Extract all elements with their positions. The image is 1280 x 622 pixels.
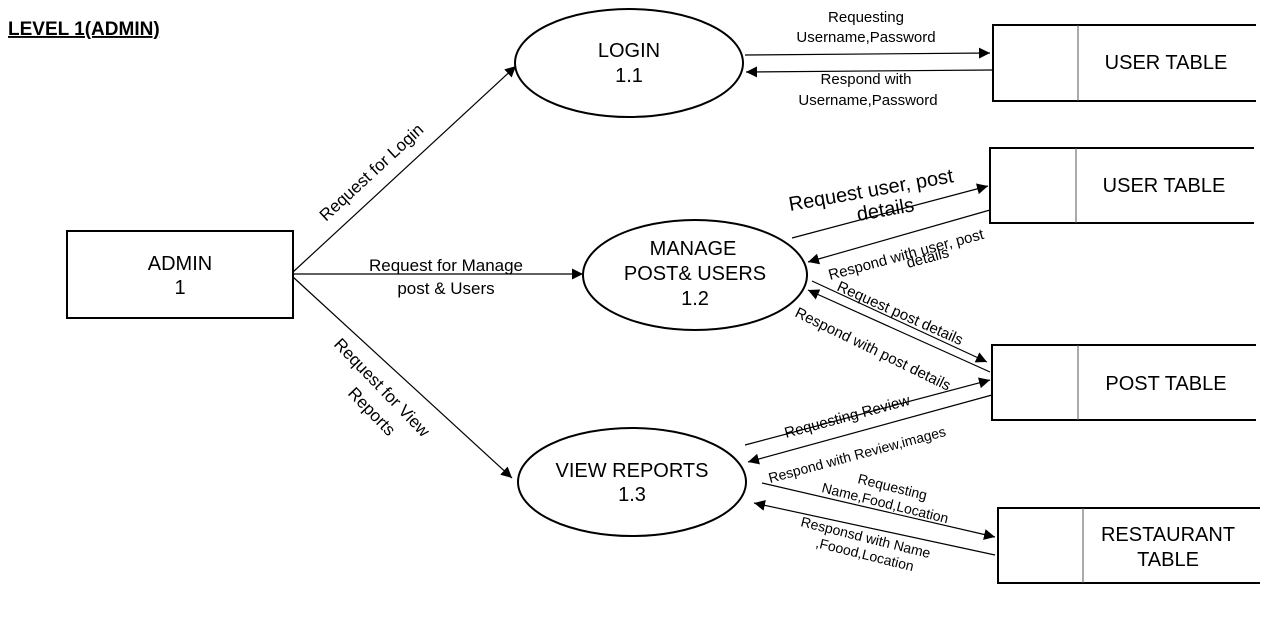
flow-review-respond-arrow: [747, 394, 993, 465]
process-view-reports-name: VIEW REPORTS: [556, 460, 709, 482]
store-user-table-1: USER TABLE: [992, 24, 1256, 102]
flow-review-request-arrow: [744, 377, 991, 446]
store-user-table-1-name: USER TABLE: [1105, 52, 1228, 74]
process-login-number: 1.1: [615, 65, 643, 87]
flow-login-request-arrow: [744, 47, 991, 59]
process-login: LOGIN 1.1: [514, 8, 744, 118]
flow-request-manage-label-2: post & Users: [397, 279, 494, 298]
flow-login-respond-label-1: Respond with: [821, 71, 912, 88]
flow-user-post-respond-arrow: [807, 209, 991, 265]
process-manage-number: 1.2: [681, 288, 709, 310]
store-restaurant-name-line1: RESTAURANT: [1101, 524, 1235, 546]
store-post-table-name: POST TABLE: [1105, 373, 1226, 395]
flow-request-login-label: Request for Login: [316, 120, 428, 225]
flow-login-respond-label-2: Username,Password: [798, 92, 937, 109]
flow-user-post-request-arrow: [791, 183, 989, 239]
flow-request-reports-arrow: [292, 276, 513, 479]
store-restaurant-name-line2: TABLE: [1137, 549, 1199, 571]
process-manage-name-line1: MANAGE: [650, 238, 737, 260]
store-post-table: POST TABLE: [991, 344, 1256, 421]
flow-restaurant-respond-arrow: [753, 499, 996, 556]
store-user-table-2-name: USER TABLE: [1103, 175, 1226, 197]
process-manage-name-line2: POST& USERS: [624, 263, 766, 285]
diagram-title: LEVEL 1(ADMIN): [8, 19, 160, 40]
flow-login-request-label-1: Requesting: [828, 9, 904, 26]
process-manage-post-users: MANAGE POST& USERS 1.2: [582, 219, 808, 331]
flow-login-request-label-2: Username,Password: [796, 29, 935, 46]
flow-request-login-arrow: [292, 65, 517, 273]
flow-request-manage-label-1: Request for Manage: [369, 256, 523, 275]
process-view-reports: VIEW REPORTS 1.3: [517, 427, 747, 537]
store-restaurant-table: RESTAURANT TABLE: [997, 507, 1260, 584]
store-user-table-2: USER TABLE: [989, 147, 1254, 224]
flow-post-respond-arrow: [807, 289, 991, 373]
flow-post-request-arrow: [811, 280, 988, 363]
flow-login-respond-arrow: [745, 66, 993, 78]
flow-restaurant-request-arrow: [761, 482, 996, 540]
admin-entity-name: ADMIN: [148, 253, 212, 275]
admin-entity: ADMIN 1: [66, 230, 294, 319]
process-view-reports-number: 1.3: [618, 484, 646, 506]
admin-entity-number: 1: [174, 277, 185, 299]
process-login-name: LOGIN: [598, 40, 660, 62]
